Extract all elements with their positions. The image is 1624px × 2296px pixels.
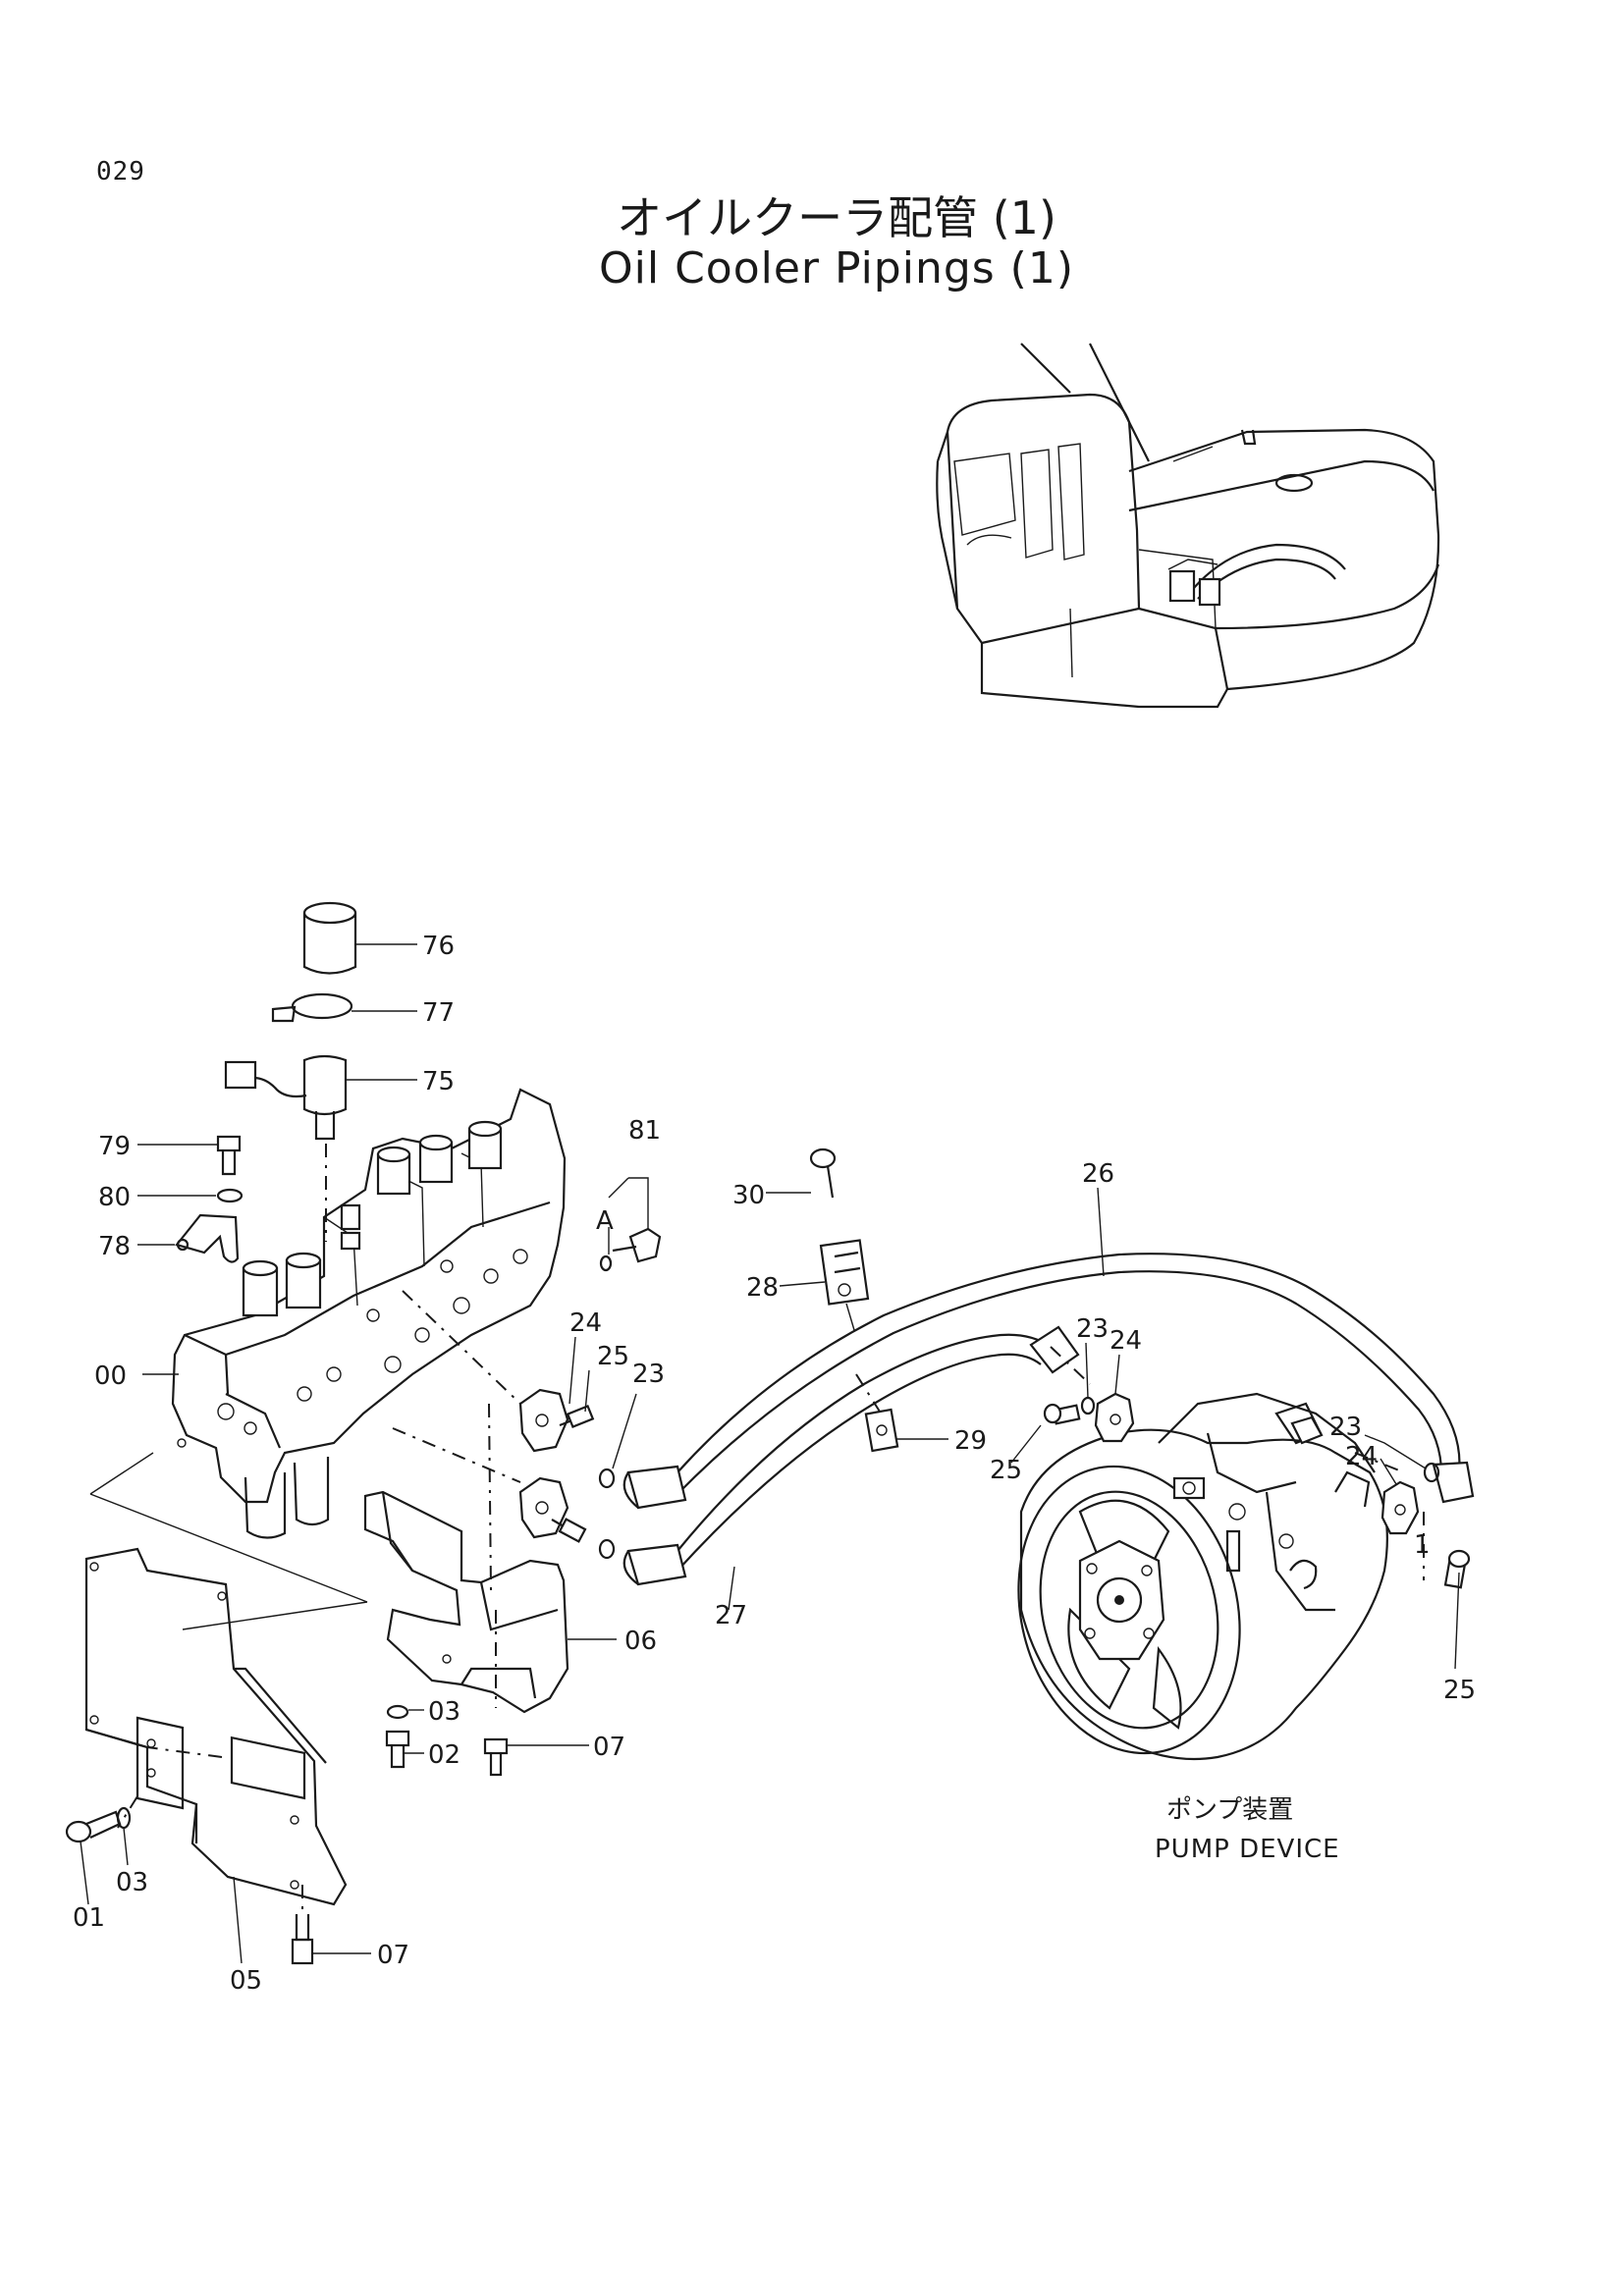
callout-75: 75: [422, 1067, 455, 1096]
callout-77: 77: [422, 998, 455, 1028]
callout-26: 26: [1082, 1159, 1114, 1189]
callout-79: 79: [98, 1132, 131, 1161]
callout-03-bracket: 03: [428, 1697, 460, 1727]
callout-03-plate: 03: [116, 1868, 148, 1897]
callout-23-valve: 23: [632, 1360, 665, 1389]
plate-05: [65, 1452, 368, 1965]
callout-24-right: 24: [1345, 1442, 1378, 1471]
callout-A: A: [596, 1206, 614, 1236]
callout-76: 76: [422, 932, 455, 961]
callout-07-bracket: 07: [593, 1733, 625, 1762]
callout-78: 78: [98, 1232, 131, 1261]
control-valve: [171, 1088, 567, 1539]
pump-device-label-english: PUMP DEVICE: [1155, 1835, 1340, 1864]
callout-labels: 76 77 75 79 80 78 81 A 00 24 25 23 30 28…: [73, 932, 1476, 1996]
callout-01: 01: [73, 1903, 105, 1933]
page-number: 029: [96, 157, 145, 187]
pump-device: [1017, 1346, 1471, 1761]
callout-1: 1: [1414, 1530, 1431, 1560]
bracket-06: [363, 1490, 569, 1777]
excavator-overview: [936, 343, 1440, 709]
callout-07-plate: 07: [377, 1941, 409, 1970]
callout-23-pump: 23: [1076, 1314, 1109, 1344]
callout-29: 29: [954, 1426, 987, 1456]
callout-24-pump: 24: [1110, 1326, 1142, 1356]
callout-23-right: 23: [1329, 1413, 1362, 1442]
callout-25-valve: 25: [597, 1342, 629, 1371]
callout-00: 00: [94, 1362, 127, 1391]
callout-05: 05: [230, 1966, 262, 1996]
pressure-switch-assembly: [224, 901, 357, 1242]
callout-80: 80: [98, 1183, 131, 1212]
title-japanese: オイルクーラ配管 (1): [617, 191, 1056, 244]
pump-device-label-japanese: ポンプ装置: [1166, 1795, 1293, 1825]
bracket-parts: [175, 1135, 244, 1263]
callout-25-pump: 25: [990, 1456, 1022, 1485]
callout-30: 30: [732, 1181, 765, 1210]
callout-02: 02: [428, 1740, 460, 1770]
callout-06: 06: [624, 1627, 657, 1656]
callout-24-valve: 24: [569, 1308, 602, 1338]
callout-27: 27: [715, 1601, 747, 1630]
callout-28: 28: [746, 1273, 779, 1303]
oil-cooler-hoses: [623, 1148, 1475, 1586]
callout-81: 81: [628, 1116, 661, 1146]
title-english: Oil Cooler Pipings (1): [599, 243, 1074, 294]
callout-25-right: 25: [1443, 1676, 1476, 1705]
valve-fittings: [392, 1227, 662, 1708]
leader-lines: [80, 943, 1460, 1964]
